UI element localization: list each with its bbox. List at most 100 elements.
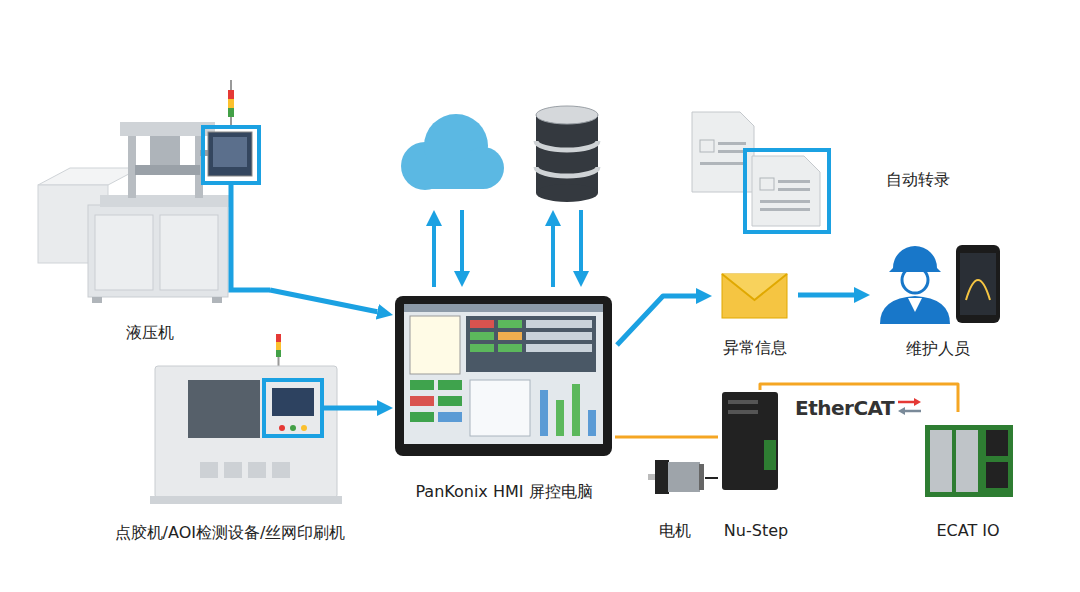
hmi-node: PanKonix HMI 屏控电脑 [393,293,615,501]
io-terminal [930,430,952,492]
logo-arrow [898,401,914,404]
hmi-gauge [556,400,564,436]
io-connector [986,462,1008,488]
caption-text: Nu-Step [724,521,788,540]
document-line [760,208,810,211]
cabinet-window [188,380,260,438]
document [752,156,820,226]
io-terminal [956,430,978,492]
io-board [925,425,1013,497]
worker-icon [880,245,1000,324]
database-body [536,115,598,193]
document-mark [700,140,714,152]
sync-arrow [434,210,462,287]
driver-connector [764,440,776,470]
document-line [718,150,746,153]
cabinet-button [301,425,307,431]
data-arrow [360,408,377,409]
caption-text: 自动转录 [886,170,950,189]
tower-light [276,350,281,357]
motor-cap [699,464,704,490]
motor-cable-path [705,477,718,479]
bus-line [615,437,718,438]
edge-label: EtherCAT [793,396,896,420]
staff-node: 维护人员 [870,236,1005,358]
press-column [128,130,136,198]
hmi-cell [498,344,522,352]
hmi-cell [470,332,494,340]
worker-helmet [889,246,941,272]
cabinet-button [279,425,285,431]
caption-text: 电机 [659,521,691,540]
phone [956,245,1000,323]
press-platen [135,165,200,175]
hmi-cell [498,332,522,340]
press-foot [212,297,222,303]
document-line [778,188,810,191]
highlight-square [203,127,259,183]
sync-arrow [553,210,581,287]
motor-cable [705,478,718,479]
cabinet-screen [272,388,314,416]
io-connector [986,430,1008,456]
hmi-button [438,412,462,422]
driver-icon [722,392,778,490]
leader-line [231,185,270,290]
vent [248,462,266,478]
caption-text: 点胶机/AOI检测设备/丝网印刷机 [115,523,346,542]
motor-body [668,462,700,492]
hmi-cell [526,320,592,328]
leader-line [322,406,360,411]
hydraulic-press [38,80,259,303]
hmi-button [438,380,462,390]
hmi-gauge [540,390,548,436]
hmi-gauge [588,410,596,436]
sync-arrow-path [460,210,464,271]
hmi-panel [410,316,460,374]
hmi-button [410,412,434,422]
table-top [38,168,140,185]
vent [200,462,218,478]
press-cylinder [150,136,180,166]
alert-arrow-path [617,296,696,345]
tower-light [228,108,234,117]
worker-body [880,296,950,324]
cabinet-button [290,425,296,431]
hmi-button [410,380,434,390]
tower-light [276,342,281,350]
driver-detail [728,400,758,404]
cabinet-body [155,366,337,498]
sync-arrow-path [579,210,583,271]
io-module-node: ECAT IO [918,412,1018,540]
caption-text: ECAT IO [936,521,999,540]
hmi-cell [470,320,494,328]
equipment-node: 点胶机/AOI检测设备/丝网印刷机 [100,330,360,542]
motor-node: 电机 [645,455,705,540]
record-node: 自动转录 [688,115,950,245]
database-icon [536,106,598,202]
motor-flange [655,460,669,494]
io-module-icon [925,425,1013,497]
sync-arrow-path [432,226,436,287]
data-arrow-path [360,406,377,411]
vent [224,462,242,478]
database-bottom [536,184,598,202]
document-line [778,180,810,183]
light-pole [278,356,280,366]
caption-text: 维护人员 [906,339,970,358]
document-line [718,142,746,145]
hmi-cell [526,332,592,340]
envelope-body [722,274,787,318]
machine-node: 液压机 [30,80,270,342]
hmi-cell [498,320,522,328]
press-screen-display [213,137,247,167]
document-mark [760,178,774,190]
sync-arrow-path [551,226,555,287]
press-foot [92,297,102,303]
press-cabinet [88,205,228,297]
logo-arrow [905,410,921,413]
logo-arrowhead [898,407,905,415]
